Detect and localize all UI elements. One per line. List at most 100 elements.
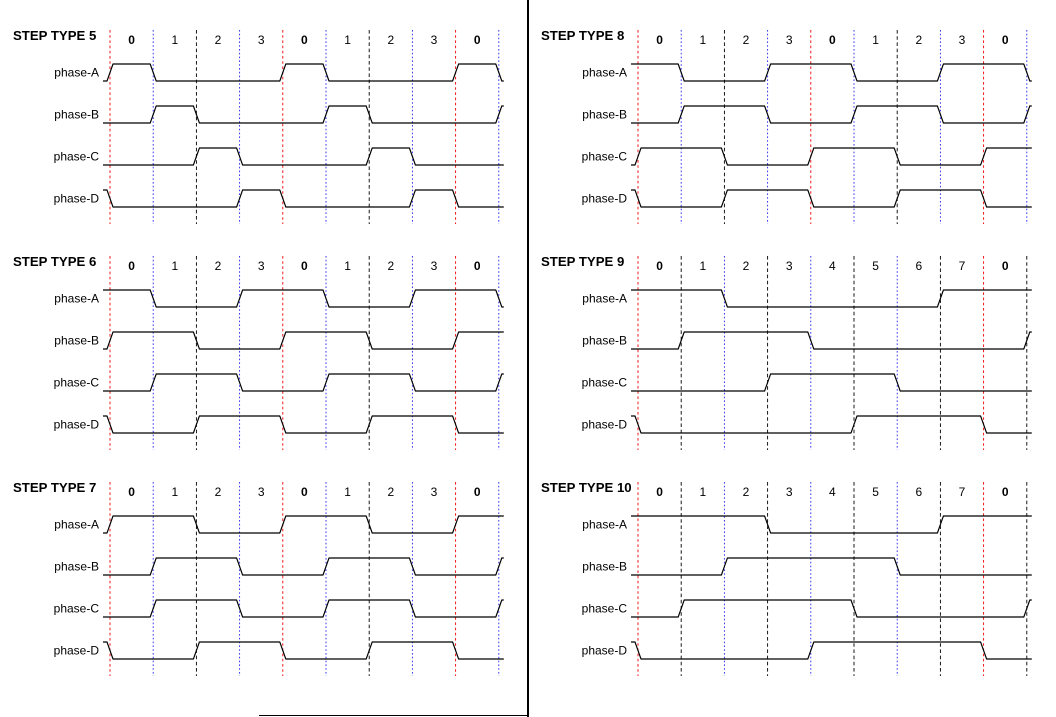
phase-label: phase-B: [582, 560, 627, 574]
step-number: 3: [431, 259, 438, 273]
step-number: 6: [915, 259, 922, 273]
step-number: 1: [171, 485, 178, 499]
step-number: 3: [959, 33, 966, 47]
waveform-phase-B: [103, 105, 504, 124]
step-number: 3: [258, 33, 265, 47]
waveform-phase-B: [103, 331, 504, 350]
panel-title: STEP TYPE 10: [541, 480, 632, 495]
partial-bottom-border: [259, 714, 528, 717]
waveform-phase-C: [103, 147, 504, 166]
waveform-phase-D: [103, 415, 504, 434]
waveform-phase-A: [631, 515, 1032, 534]
step-number: 0: [829, 33, 836, 47]
step-number: 6: [915, 485, 922, 499]
step-number: 2: [743, 259, 750, 273]
phase-label: phase-C: [54, 376, 100, 390]
step-number: 0: [474, 33, 481, 47]
waveform-phase-A: [103, 289, 504, 308]
waveform-phase-A: [631, 289, 1032, 308]
waveform-phase-C: [631, 373, 1032, 392]
step-number: 1: [344, 33, 351, 47]
timing-diagram-svg: STEP TYPE 7 0 1 2 3 0 1 2 3 0 phase-A phase-B phase-…: [13, 480, 504, 676]
step-number: 3: [786, 485, 793, 499]
step-number: 0: [474, 259, 481, 273]
step-number: 2: [743, 485, 750, 499]
phase-label: phase-B: [54, 560, 99, 574]
waveform-phase-B: [631, 105, 1032, 124]
step-number: 1: [699, 485, 706, 499]
waveform-phase-B: [103, 557, 504, 576]
panel-title: STEP TYPE 7: [13, 480, 96, 495]
step-number: 0: [301, 259, 308, 273]
step-number: 0: [656, 33, 663, 47]
step-number: 3: [431, 33, 438, 47]
phase-label: phase-B: [582, 108, 627, 122]
phase-label: phase-C: [582, 602, 628, 616]
phase-label: phase-D: [582, 644, 628, 658]
panel-title: STEP TYPE 9: [541, 254, 624, 269]
step-number: 1: [344, 485, 351, 499]
phase-label: phase-A: [54, 292, 99, 306]
step-number: 3: [258, 485, 265, 499]
step-number: 1: [344, 259, 351, 273]
step-number: 0: [656, 485, 663, 499]
step-number: 1: [171, 259, 178, 273]
step-number: 5: [872, 259, 879, 273]
step-number: 4: [829, 485, 836, 499]
waveform-phase-A: [103, 515, 504, 534]
step-number: 5: [872, 485, 879, 499]
phase-label: phase-C: [54, 150, 100, 164]
step-number: 1: [699, 259, 706, 273]
step-number: 0: [128, 33, 135, 47]
step-number: 0: [474, 485, 481, 499]
phase-label: phase-D: [54, 418, 100, 432]
step-number: 4: [829, 259, 836, 273]
step-number: 0: [128, 259, 135, 273]
step-number: 3: [786, 259, 793, 273]
phase-label: phase-A: [54, 518, 99, 532]
phase-label: phase-B: [54, 108, 99, 122]
step-number: 3: [786, 33, 793, 47]
step-number: 0: [301, 485, 308, 499]
panel-step-type-7: STEP TYPE 7 0 1 2 3 0 1 2 3 0 phase-A phase-B phase-…: [0, 466, 528, 678]
step-number: 2: [387, 33, 394, 47]
step-number: 0: [656, 259, 663, 273]
phase-label: phase-A: [582, 66, 627, 80]
step-number: 0: [301, 33, 308, 47]
step-number: 0: [1002, 259, 1009, 273]
step-number: 1: [699, 33, 706, 47]
phase-label: phase-D: [54, 192, 100, 206]
step-number: 7: [959, 259, 966, 273]
step-number: 0: [1002, 33, 1009, 47]
waveform-phase-C: [631, 147, 1032, 166]
step-number: 2: [215, 259, 222, 273]
step-number: 2: [915, 33, 922, 47]
step-number: 7: [959, 485, 966, 499]
step-number: 3: [431, 485, 438, 499]
step-number: 3: [258, 259, 265, 273]
waveform-phase-D: [103, 641, 504, 660]
waveform-phase-D: [631, 641, 1032, 660]
step-number: 2: [215, 485, 222, 499]
phase-label: phase-D: [54, 644, 100, 658]
waveform-phase-A: [631, 63, 1032, 82]
panel-title: STEP TYPE 5: [13, 28, 96, 43]
phase-label: phase-A: [582, 292, 627, 306]
waveform-phase-C: [103, 599, 504, 618]
step-number: 2: [387, 485, 394, 499]
phase-label: phase-B: [54, 334, 99, 348]
panel-title: STEP TYPE 6: [13, 254, 96, 269]
phase-label: phase-A: [54, 66, 99, 80]
step-number: 0: [128, 485, 135, 499]
waveform-phase-C: [631, 599, 1032, 618]
